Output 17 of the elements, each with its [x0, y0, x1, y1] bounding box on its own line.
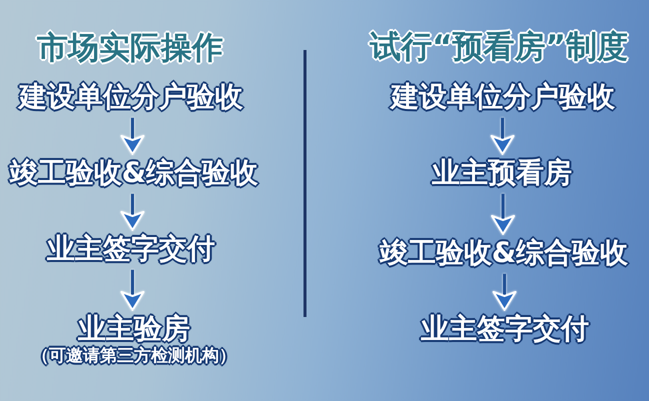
step-text: 建设单位分户验收	[391, 82, 615, 113]
arrow	[120, 118, 144, 155]
arrow	[120, 270, 144, 311]
arrow	[491, 194, 515, 235]
arrow	[490, 118, 514, 155]
step-text: 竣工验收&综合验收	[380, 238, 628, 269]
column-heading: 市场实际操作	[37, 31, 223, 66]
step-text: 业主签字交付	[47, 234, 215, 265]
column-heading: 试行“预看房”制度	[370, 30, 628, 64]
step-text: 竣工验收&综合验收	[10, 158, 258, 189]
note-text: （可邀请第三方检测机构）	[32, 346, 236, 366]
step-text: 建设单位分户验收	[19, 82, 243, 113]
step-text: 业主签字交付	[421, 314, 589, 345]
arrow	[120, 194, 144, 231]
step-text: 业主预看房	[432, 158, 572, 189]
arrow	[492, 274, 516, 311]
step-text: 业主验房	[77, 314, 191, 345]
